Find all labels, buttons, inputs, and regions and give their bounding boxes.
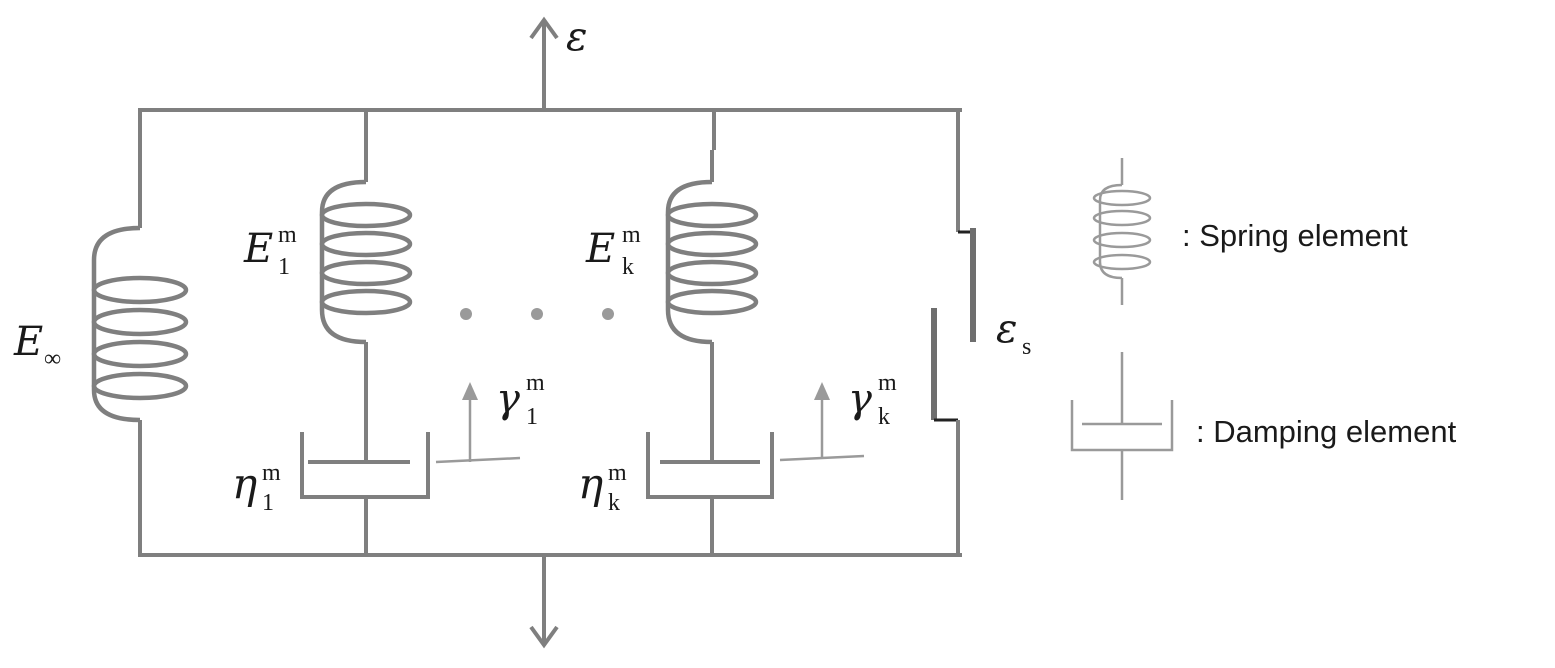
svg-text:m: m [878,370,897,396]
svg-text:m: m [622,222,641,248]
svg-text:η: η [232,459,257,508]
svg-text:m: m [278,222,297,248]
legend-damping-label: : Damping element [1196,414,1457,449]
svg-text:η: η [578,459,603,508]
legend-damping-symbol [1070,352,1174,500]
ellipsis-dot [531,308,543,320]
svg-text:1: 1 [262,490,274,516]
svg-text:k: k [622,254,634,280]
svg-text:k: k [878,404,890,430]
ellipsis-dot [602,308,614,320]
bottom-strain-arrow [529,555,559,649]
svg-text:γ: γ [496,376,520,422]
strain-label: ε [566,14,587,60]
svg-text:m: m [608,460,627,486]
label-epsilon-s: ε s [996,306,1031,360]
label-gamma-1: γ m 1 [496,370,545,430]
maxwell-branch-1 [300,110,430,555]
svg-text:s: s [1022,334,1031,360]
svg-text:E: E [585,226,615,272]
label-eta-k: η m k [578,459,627,516]
slider-element-epsilon-s [931,110,976,555]
label-e-1: E m 1 [243,222,297,280]
maxwell-branch-k [646,110,774,555]
spring-e-infinity [91,110,189,555]
legend-spring-symbol [1092,158,1152,305]
svg-text:E: E [243,226,273,272]
label-e-k: E m k [585,222,641,280]
label-eta-1: η m 1 [232,459,281,516]
svg-text:∞: ∞ [44,346,61,372]
svg-text:γ: γ [848,376,872,422]
svg-text:1: 1 [526,404,538,430]
gamma-1-arrow [435,382,521,464]
gamma-k-arrow [779,382,865,462]
svg-text:m: m [526,370,545,396]
svg-text:1: 1 [278,254,290,280]
ellipsis-dot [460,308,472,320]
label-e-infinity: E ∞ [13,319,61,372]
label-gamma-k: γ m k [848,370,897,430]
svg-text:m: m [262,460,281,486]
svg-text:k: k [608,490,620,516]
top-strain-arrow [529,16,559,110]
legend-spring-label: : Spring element [1182,218,1408,253]
svg-text:ε: ε [996,306,1017,352]
svg-text:E: E [13,319,43,365]
